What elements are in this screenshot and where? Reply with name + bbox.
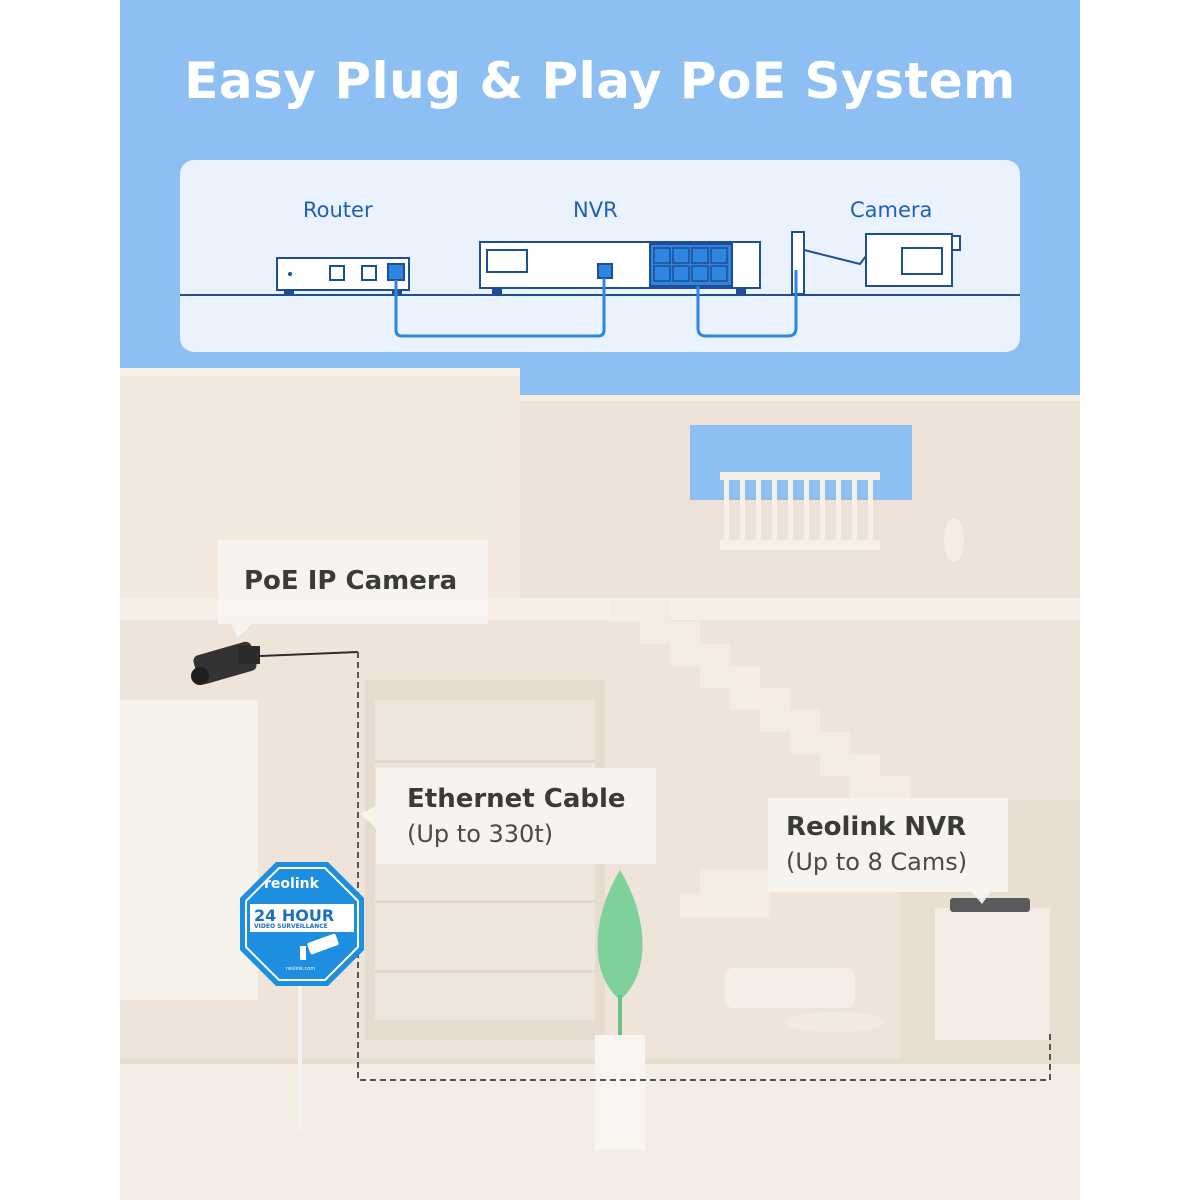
router-label: Router: [303, 198, 373, 222]
nvr-label: NVR: [573, 198, 618, 222]
sign-brand: reolink: [264, 876, 319, 892]
sign-line2: VIDEO SURVEILLANCE: [254, 923, 328, 930]
ethernet-cable-wire: [259, 651, 359, 657]
cable-callout: Ethernet Cable (Up to 330t): [376, 768, 656, 864]
plant-stem: [618, 995, 622, 1037]
sign-url: reolink.com: [286, 966, 316, 972]
sign-octagon: [240, 862, 364, 986]
sign-camera-icon: [300, 933, 339, 960]
coffee-table: [785, 1012, 885, 1032]
staircase: [610, 600, 910, 918]
roof-left-top-edge: [120, 368, 520, 376]
camera-label: Camera: [850, 198, 933, 222]
router-nvr-cable: [394, 278, 606, 338]
ethernet-cable-dashed: [357, 652, 1051, 1081]
nvr-camera-cable: [696, 270, 798, 338]
roof-right-top-edge: [520, 395, 1080, 401]
plant-pot: [595, 1035, 645, 1150]
camera-icon: [791, 231, 961, 295]
headline: Easy Plug & Play PoE System: [184, 52, 1016, 110]
nvr-device: [950, 898, 1030, 912]
router-icon: [276, 257, 410, 296]
cable-callout-pointer: [360, 806, 376, 828]
illustration-canvas: Easy Plug & Play PoE System Router NVR C…: [120, 0, 1080, 1200]
surveillance-sign: reolink 24 HOUR VIDEO SURVEILLANCE reoli…: [240, 862, 364, 986]
nvr-callout: Reolink NVR (Up to 8 Cams): [768, 798, 1008, 892]
upper-lamp: [944, 518, 964, 562]
upper-window: [690, 425, 912, 500]
sofa: [725, 968, 855, 1008]
crib-rail: [720, 472, 880, 480]
plant-leaf: [597, 870, 643, 1000]
crib-bars: [724, 478, 873, 540]
camera-callout: PoE IP Camera: [218, 540, 488, 624]
nvr-callout-title: Reolink NVR: [786, 812, 967, 842]
garage-door: [120, 700, 258, 1000]
cable-callout-subtitle: (Up to 330t): [407, 820, 554, 848]
nvr-cabinet: [935, 908, 1050, 1040]
nvr-callout-subtitle: (Up to 8 Cams): [786, 848, 968, 876]
sign-line1: 24 HOUR: [254, 906, 335, 925]
poe-camera-device: [191, 641, 260, 685]
nvr-callout-pointer: [970, 890, 992, 904]
camera-callout-title: PoE IP Camera: [244, 566, 458, 596]
sign-post: [298, 980, 302, 1130]
cable-callout-title: Ethernet Cable: [407, 784, 626, 814]
connection-diagram: Router NVR Camera: [180, 160, 1020, 352]
diagram-graphics: [180, 231, 1020, 338]
crib-base: [720, 540, 880, 550]
camera-callout-pointer: [230, 622, 254, 638]
nvr-icon: [479, 241, 761, 296]
